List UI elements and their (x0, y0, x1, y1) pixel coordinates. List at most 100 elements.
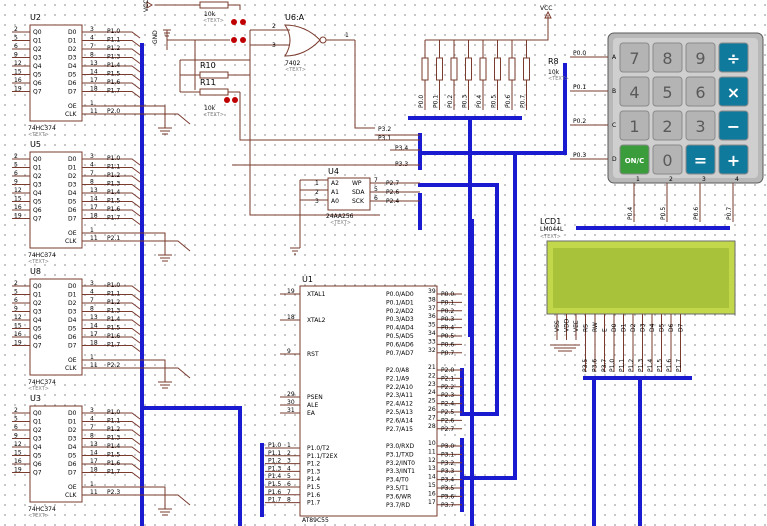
key-button[interactable]: 8 (652, 42, 683, 73)
mcu-p1-net: P1.6 (268, 489, 281, 496)
mcu-left-label: RST (307, 351, 319, 358)
mcu-p3-pin: 15 (428, 482, 436, 489)
key-button[interactable]: = (685, 144, 716, 175)
rpack-net: P0.4 (476, 95, 483, 108)
latch-net: P1.6 (107, 206, 120, 213)
latch-part: 74HC374 (28, 379, 56, 386)
eeprom-right-pin: 7 (374, 177, 378, 184)
key-button[interactable]: 1 (619, 110, 650, 141)
eeprom-left-label: A0 (331, 198, 339, 205)
key-button[interactable]: 6 (685, 76, 716, 107)
latch-q-label: Q2 (33, 427, 42, 434)
latch-clk-pin: 11 (90, 489, 98, 496)
key-button[interactable]: 9 (685, 42, 716, 73)
latch-d-pin: 8 (90, 52, 94, 59)
latch-net: P1.3 (107, 181, 120, 188)
mcu-p0-pin: 34 (428, 330, 436, 337)
key-button[interactable]: 7 (619, 42, 650, 73)
latch-d-pin: 4 (90, 289, 94, 296)
mcu-p0-net: P0.0 (441, 291, 454, 298)
mcu-p3-net: P3.5 (441, 485, 454, 492)
mcu-p0-label: P0.4/AD4 (386, 325, 414, 332)
lcd-pin-label: D4 (649, 323, 656, 332)
mcu-p2-pin: 26 (428, 406, 436, 413)
mcu-p2-pin: 25 (428, 398, 436, 405)
latch-oe-pin: 1 (90, 100, 94, 107)
latch-net: P1.1 (107, 291, 120, 298)
latch-net: P1.0 (107, 409, 120, 416)
key-button[interactable]: ÷ (718, 42, 749, 73)
gate-pin1: 1 (345, 32, 349, 39)
lcd-pin-label: D2 (630, 323, 637, 332)
mcu-p1-net: P1.7 (268, 497, 281, 504)
mcu-p0-net: P0.5 (441, 333, 454, 340)
latch-d-label: D6 (68, 334, 77, 341)
latch-d-label: D0 (68, 29, 77, 36)
lcd-module[interactable]: LCD1 LM044L <TEXT> (540, 217, 736, 315)
latch-d-pin: 17 (90, 77, 98, 84)
mcu-left-label: XTAL2 (307, 317, 326, 324)
resistor-r10[interactable]: R10 (180, 61, 250, 79)
resistor-top[interactable]: 10k <TEXT> (190, 1, 246, 90)
latch-d-label: D5 (68, 326, 77, 333)
latch-q-label: Q3 (33, 436, 42, 443)
latch-d-label: D3 (68, 436, 77, 443)
rpack-net: P0.1 (433, 95, 440, 108)
latch-d-label: D2 (68, 173, 77, 180)
key-button[interactable]: ON/C (619, 144, 650, 175)
mcu-p1-net: P1.0 (268, 442, 281, 449)
lcd-pin-label: VDD (564, 318, 571, 332)
lcd-net: P1.6 (666, 359, 673, 372)
mcu-p1-net: P1.2 (268, 458, 281, 465)
mcu-p0-net: P0.2 (441, 308, 454, 315)
latch-q-pin: 19 (14, 213, 22, 220)
key-button[interactable]: 3 (685, 110, 716, 141)
latch-clk-net: P2.3 (107, 489, 120, 496)
mcu-p0-net: P0.4 (441, 325, 454, 332)
mcu-p3-pin: 12 (428, 457, 436, 464)
eeprom-right-net: P2.7 (386, 180, 399, 187)
latch-q-label: Q1 (33, 292, 42, 299)
latch-text: <TEXT> (28, 132, 49, 138)
key-button[interactable]: 5 (652, 76, 683, 107)
key-button[interactable]: + (718, 144, 749, 175)
key-button[interactable]: 4 (619, 76, 650, 107)
mcu-p2-pin: 21 (428, 364, 436, 371)
latch-q-pin: 5 (14, 289, 18, 296)
latch-q-pin: 9 (14, 433, 18, 440)
key-button[interactable]: 2 (652, 110, 683, 141)
mcu-p2-label: P2.2/A10 (386, 384, 413, 391)
key-button[interactable]: 0 (652, 144, 683, 175)
key-button[interactable]: − (718, 110, 749, 141)
nor-gate[interactable]: U6:A 2 3 1 7402 <TEXT> (239, 13, 380, 216)
mcu-left-pin: 30 (287, 399, 295, 406)
key-button[interactable]: × (718, 76, 749, 107)
mcu-p2-net: P2.5 (441, 409, 454, 416)
latch-d-label: D7 (68, 89, 77, 96)
latch-d-pin: 4 (90, 416, 94, 423)
lcd-net: P3.6 (592, 359, 599, 372)
mcu-p2-label: P2.4/A12 (386, 401, 413, 408)
latch-q-pin: 5 (14, 416, 18, 423)
mcu-p3-label: P3.5/T1 (386, 485, 409, 492)
latch-q-label: Q2 (33, 173, 42, 180)
resistor-r11[interactable]: R11 10k <TEXT> (179, 59, 250, 118)
latch-net: P1.0 (107, 282, 120, 289)
lcd-pin-label: RW (592, 322, 599, 332)
mcu-p2-label: P2.5/A13 (386, 409, 413, 416)
latch-oe-label: OE (68, 484, 77, 491)
latch-part: 74HC374 (28, 125, 56, 132)
eeprom-right-label: SCK (352, 198, 365, 205)
latch-d-pin: 8 (90, 306, 94, 313)
lcd-net: P1.7 (676, 359, 683, 372)
latch-d-pin: 13 (90, 187, 98, 194)
